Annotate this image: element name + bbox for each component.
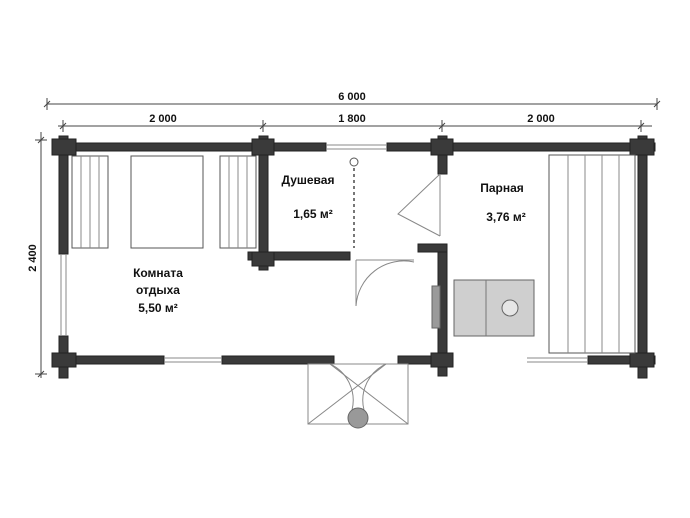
steam-area: 3,76 м² bbox=[486, 210, 526, 224]
dim-height: 2 400 bbox=[27, 244, 39, 272]
dim-right-section: 2 000 bbox=[527, 113, 555, 125]
window-openings bbox=[60, 144, 588, 363]
dimension-lines bbox=[35, 98, 661, 378]
steam-name: Парная bbox=[480, 181, 524, 195]
rest-name-line1: Комната bbox=[133, 266, 183, 280]
dim-left-section: 2 000 bbox=[149, 113, 177, 125]
stove bbox=[453, 279, 535, 337]
doors bbox=[307, 173, 441, 425]
rest-name-line2: отдыха bbox=[136, 283, 180, 297]
dim-total-width: 6 000 bbox=[338, 91, 366, 103]
walls bbox=[51, 135, 656, 379]
shower-name: Душевая bbox=[282, 173, 335, 187]
rest-room-furniture bbox=[71, 155, 257, 249]
shower-fixtures bbox=[349, 157, 359, 248]
steam-room-furniture bbox=[431, 154, 636, 354]
rest-area: 5,50 м² bbox=[138, 301, 178, 315]
dim-middle-section: 1 800 bbox=[338, 113, 366, 125]
shower-area: 1,65 м² bbox=[293, 207, 333, 221]
entrance-post bbox=[347, 407, 369, 429]
